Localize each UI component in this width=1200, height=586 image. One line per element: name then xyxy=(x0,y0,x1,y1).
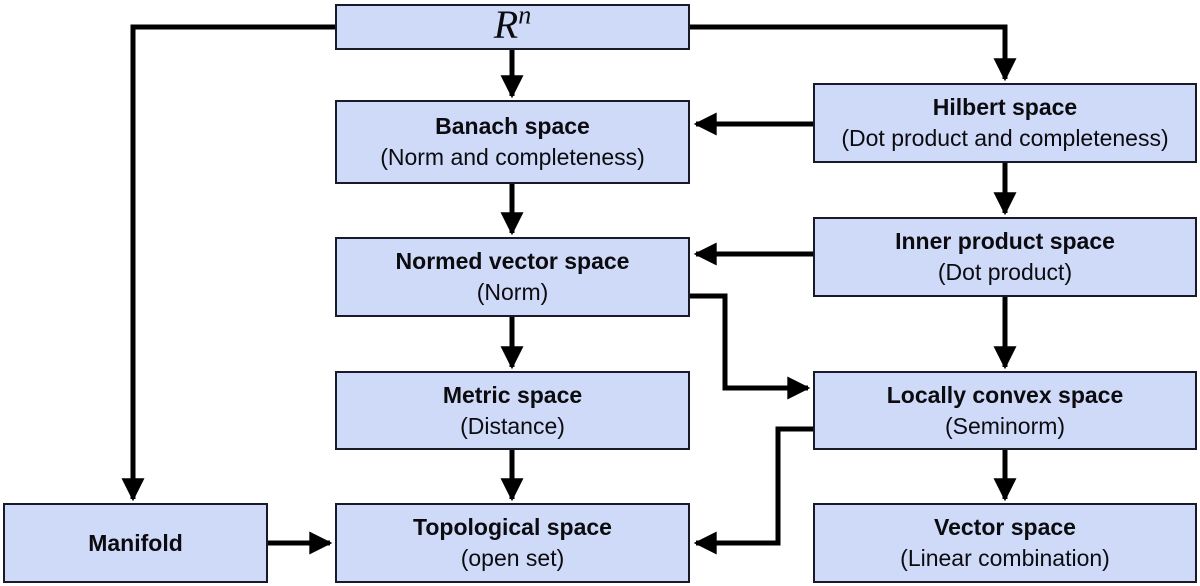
node-metric-space: Metric space (Distance) xyxy=(335,371,690,450)
edge-rn-hilbert-arrow xyxy=(690,24,1017,82)
node-subtitle: (Dot product) xyxy=(937,259,1073,285)
edge-rn-manifold-arrow xyxy=(121,24,335,502)
node-rn: Rn xyxy=(335,0,690,50)
node-rn-label: Rn xyxy=(493,0,532,47)
node-normed-vector-space: Normed vector space (Norm) xyxy=(335,237,690,317)
node-inner-product-space: Inner product space (Dot product) xyxy=(813,217,1197,297)
node-title: Hilbert space xyxy=(932,94,1078,120)
node-title: Metric space xyxy=(442,381,583,408)
node-banach-space: Banach space (Norm and completeness) xyxy=(335,100,690,184)
node-title: Banach space xyxy=(435,113,590,139)
node-subtitle: (Linear combination) xyxy=(900,545,1110,571)
node-locally-convex-space: Locally convex space (Seminorm) xyxy=(813,371,1197,450)
node-subtitle: (Dot product and completeness) xyxy=(841,125,1169,151)
edge-locally-convex-topological-arrow xyxy=(693,426,813,555)
node-subtitle: (Distance) xyxy=(460,412,565,439)
node-vector-space: Vector space (Linear combination) xyxy=(813,503,1197,583)
node-topological-space: Topological space (open set) xyxy=(335,503,690,583)
edge-normed-locally-convex-arrow xyxy=(690,293,811,400)
node-subtitle: (Norm and completeness) xyxy=(380,144,645,170)
node-title: Manifold xyxy=(88,529,183,556)
node-title: Vector space xyxy=(934,514,1076,540)
node-subtitle: (Norm) xyxy=(476,279,549,305)
node-title: Inner product space xyxy=(895,228,1115,254)
node-title: Locally convex space xyxy=(886,381,1124,408)
node-manifold: Manifold xyxy=(3,503,268,583)
node-title: Topological space xyxy=(413,514,612,540)
node-title: Normed vector space xyxy=(395,248,630,274)
node-subtitle: (Seminorm) xyxy=(944,412,1066,439)
node-subtitle: (open set) xyxy=(460,545,565,571)
node-hilbert-space: Hilbert space (Dot product and completen… xyxy=(813,83,1197,163)
